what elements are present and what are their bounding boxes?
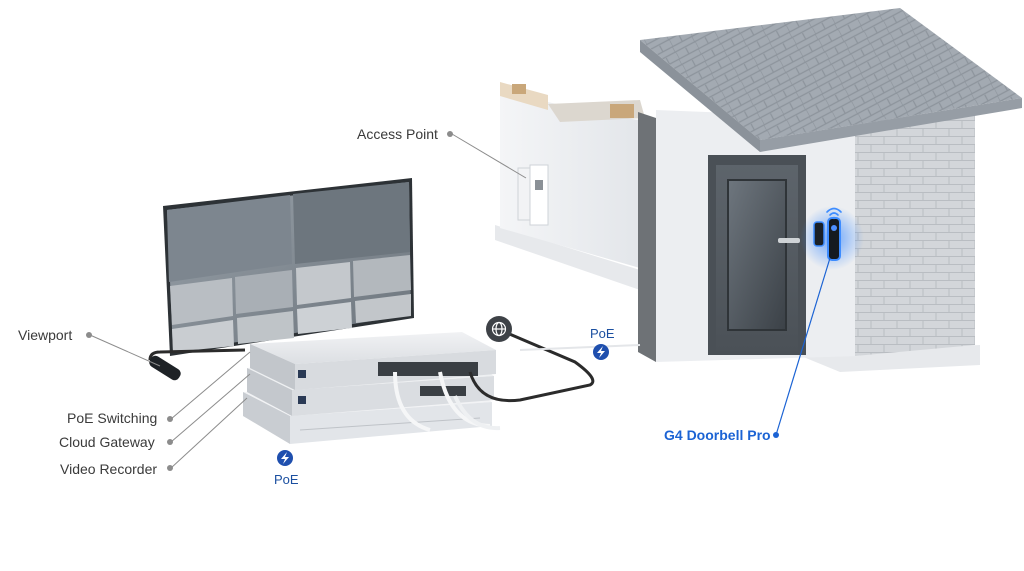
camera-feed-3: [170, 278, 233, 325]
doorbell-leader: [775, 257, 831, 436]
gateway-logo: [298, 396, 306, 404]
vr-bay-line: [299, 417, 481, 431]
switch-ports: [378, 362, 478, 376]
roof-edge-front: [760, 98, 1022, 152]
viewport-label: Viewport: [18, 327, 73, 343]
rack-stack: [243, 332, 501, 444]
poe-switch-side: [250, 344, 295, 390]
gateway-ports: [420, 386, 466, 396]
doorbell-chime: [813, 221, 825, 247]
camera-feed-6: [353, 255, 411, 297]
wood-beam-2: [610, 104, 634, 118]
ap-port: [535, 180, 543, 190]
cloud-gateway-label: Cloud Gateway: [59, 434, 155, 450]
leader-lines: [89, 133, 527, 469]
leader-dots: [86, 131, 453, 471]
switch-logo: [298, 370, 306, 378]
doorbell-label: G4 Doorbell Pro: [664, 427, 771, 443]
cloud-gateway-side: [247, 368, 292, 416]
camera-feed-9: [297, 302, 352, 334]
access-point-device: [529, 164, 549, 226]
video-recorder-front: [290, 402, 492, 444]
wifi-icon: [826, 207, 842, 220]
internet-cable: [468, 328, 595, 403]
video-recorder-side: [243, 392, 290, 444]
floor-slab: [495, 225, 980, 372]
globe-icon: [486, 316, 512, 342]
roof: [640, 8, 1022, 140]
camera-feed-2: [293, 182, 410, 264]
door-glass: [727, 179, 787, 331]
poe-switch-top: [250, 332, 496, 364]
doorbell-camera: [831, 225, 837, 231]
viewport-device: [149, 355, 181, 381]
camera-feed-10: [355, 294, 411, 323]
doorbell-device: [827, 217, 841, 261]
poe-label-top: PoE: [590, 326, 615, 341]
access-point-label: Access Point: [357, 126, 438, 142]
lightning-icon: [593, 344, 609, 360]
patch-cable-3: [453, 395, 501, 431]
lightning-icon: [277, 450, 293, 466]
poe-label-bottom: PoE: [274, 472, 299, 487]
poe-switching-label: PoE Switching: [67, 410, 158, 426]
wood-beam: [512, 84, 526, 94]
roof-edge: [640, 40, 760, 152]
camera-feed-8: [237, 311, 294, 344]
hdmi-cable: [148, 348, 246, 361]
camera-feed-4: [235, 270, 293, 314]
video-recorder-label: Video Recorder: [60, 461, 158, 477]
door-handle: [778, 238, 800, 243]
wall-section: [638, 112, 656, 362]
doorbell-dot: [773, 432, 779, 438]
camera-feed-5: [296, 262, 351, 305]
monitor: [163, 178, 414, 356]
building: [495, 8, 1022, 372]
camera-feed-7: [172, 320, 234, 352]
brick-wall: [855, 110, 975, 356]
camera-feed-1: [167, 195, 292, 282]
poe-link-line: [519, 344, 641, 351]
patch-cable-1: [393, 371, 431, 432]
